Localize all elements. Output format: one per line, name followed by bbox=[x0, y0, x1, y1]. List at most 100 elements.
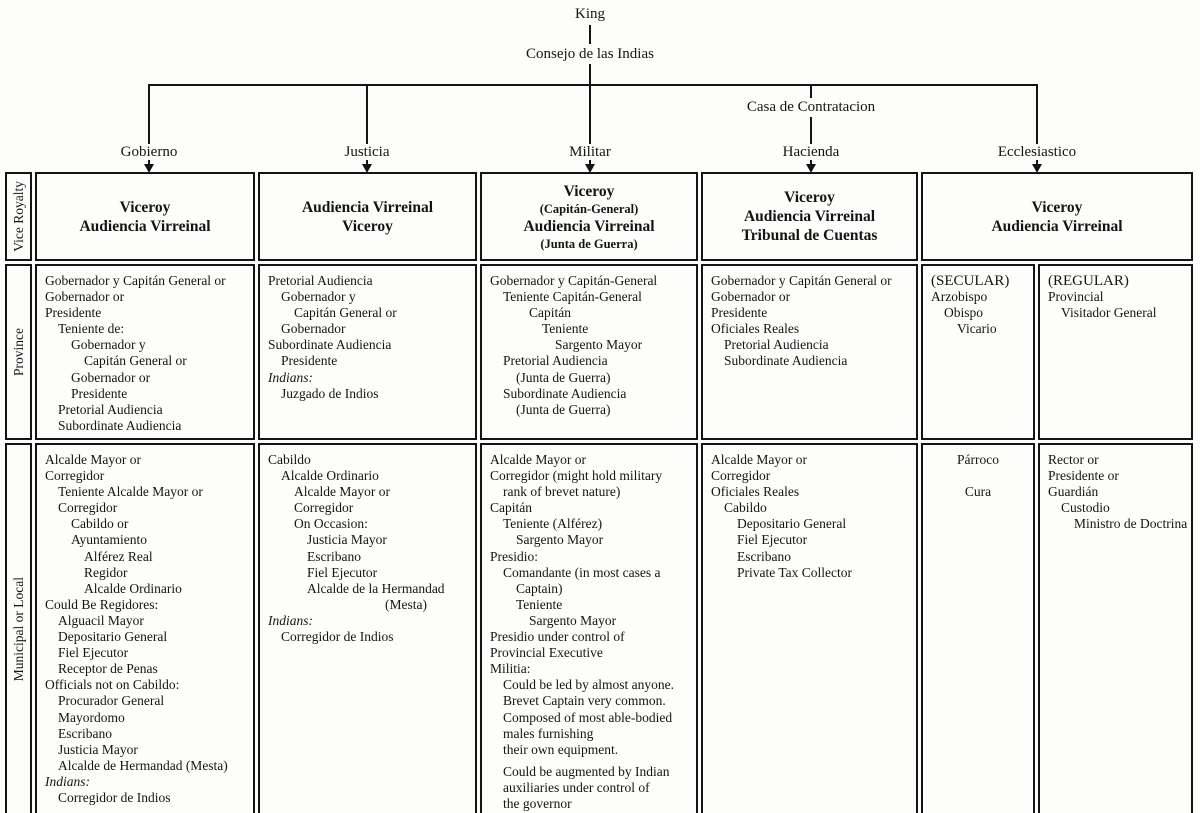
cell-line: Provincial bbox=[1048, 289, 1104, 305]
cell-line: auxiliaries under control of bbox=[503, 779, 650, 795]
consejo-label: Consejo de las Indias bbox=[526, 46, 654, 62]
connector-line bbox=[148, 84, 1038, 86]
row-label-vice-royalty: Vice Royalty bbox=[5, 172, 32, 261]
cell-line: Escribano bbox=[737, 548, 791, 564]
cell-line: Ayuntamiento bbox=[71, 532, 147, 548]
cell-line: Obispo bbox=[944, 305, 984, 321]
cell-line: Gobernador y bbox=[71, 337, 146, 353]
cell-line: Provincial Executive bbox=[490, 645, 603, 661]
cell-line: Audiencia Virreinal bbox=[991, 217, 1123, 235]
cell-line: Fiel Ejecutor bbox=[58, 645, 129, 661]
arrow-down-icon bbox=[362, 164, 372, 173]
cell-line: (Mesta) bbox=[385, 596, 427, 612]
cell-line: Corregidor bbox=[45, 468, 105, 484]
cell-line: Escribano bbox=[58, 725, 112, 741]
cell-line: Teniente de: bbox=[58, 321, 125, 337]
branch-label-ecclesiastico: Ecclesiastico bbox=[997, 144, 1077, 160]
cell-line: Alférez Real bbox=[84, 548, 153, 564]
cell-line: Presidio: bbox=[490, 548, 539, 564]
cell-line: Regidor bbox=[84, 564, 128, 580]
branch-label-militar: Militar bbox=[569, 144, 611, 160]
cell-line: Ministro de Doctrina bbox=[1074, 516, 1188, 532]
cell-line: Subordinate Audiencia bbox=[503, 385, 627, 401]
cell-line: Cabildo bbox=[268, 452, 311, 467]
cell-line: Viceroy bbox=[784, 189, 835, 206]
connector-line bbox=[366, 84, 368, 144]
cell-line: Sargento Mayor bbox=[529, 612, 617, 628]
cell-line: Alcalde Mayor or bbox=[711, 452, 807, 467]
cell-line: Alguacil Mayor bbox=[58, 612, 144, 628]
cell-line: Rector or bbox=[1048, 452, 1099, 467]
cell-line: Depositario General bbox=[58, 629, 168, 645]
cell-line: (SECULAR) bbox=[931, 273, 1010, 289]
cell-line: Militia: bbox=[490, 661, 531, 677]
cell-line: Alcalde Ordinario bbox=[281, 468, 379, 484]
cell-line: Procurador General bbox=[58, 693, 165, 709]
cell-line: Teniente Alcalde Mayor or bbox=[58, 484, 203, 500]
cell-line: Indians: bbox=[268, 612, 313, 628]
cell-line bbox=[931, 468, 1031, 484]
cell-line: Vicario bbox=[957, 321, 997, 337]
cell-line: Gobernador y Capitán General or bbox=[711, 273, 892, 288]
cell-line: Audiencia Virreinal bbox=[79, 217, 211, 235]
cell-line: Gobernador y Capitán-General bbox=[490, 273, 658, 288]
cell-line: Custodio bbox=[1061, 500, 1110, 516]
cell-line: Fiel Ejecutor bbox=[737, 532, 808, 548]
cell-line: (Junta de Guerra) bbox=[516, 369, 611, 385]
cell-line: Composed of most able-bodied bbox=[503, 709, 673, 725]
cell-line: Sargento Mayor bbox=[516, 532, 604, 548]
connector-line bbox=[1036, 84, 1038, 144]
cell-line: Comandante (in most cases a bbox=[503, 564, 661, 580]
cell-line: Presidio under control of bbox=[490, 629, 625, 645]
row-label-text: Municipal or Local bbox=[10, 576, 26, 682]
cell-line: Cura bbox=[964, 484, 992, 500]
cell-line: Alcalde Mayor or bbox=[294, 484, 390, 500]
cell-line: Escribano bbox=[307, 548, 361, 564]
row-label-province: Province bbox=[5, 264, 32, 440]
cell-line: Pretorial Audiencia bbox=[58, 401, 163, 417]
connector-line bbox=[589, 64, 591, 144]
cell-line: Oficiales Reales bbox=[711, 321, 800, 337]
cell-line: Teniente Capitán-General bbox=[503, 289, 642, 305]
cell-line: Fiel Ejecutor bbox=[307, 564, 378, 580]
cell-line: Alcalde de la Hermandad bbox=[307, 580, 445, 596]
cell-line: Cabildo or bbox=[71, 516, 129, 532]
cell-line: Viceroy bbox=[563, 182, 615, 200]
cell-line: males furnishing bbox=[503, 725, 594, 741]
cell-line: their own equipment. bbox=[503, 741, 619, 757]
cell-line: Párroco bbox=[957, 452, 999, 467]
cell-line: Corregidor bbox=[294, 500, 354, 516]
cell-line: Indians: bbox=[268, 369, 313, 385]
cell-line: Viceroy bbox=[119, 198, 171, 216]
cell-line: Oficiales Reales bbox=[711, 484, 800, 500]
branch-label-gobierno: Gobierno bbox=[120, 144, 178, 160]
cell-line: Teniente bbox=[516, 596, 563, 612]
cell-line: Brevet Captain very common. bbox=[503, 693, 666, 709]
arrow-down-icon bbox=[144, 164, 154, 173]
cell-line: Capitán bbox=[529, 305, 571, 321]
row-label-municipal: Municipal or Local bbox=[5, 443, 32, 813]
connector-line bbox=[1036, 160, 1038, 166]
header-cell-militar: Viceroy(Capitán-General)Audiencia Virrei… bbox=[480, 172, 698, 261]
cell-line: Gobernador bbox=[281, 321, 346, 337]
cell-line: Capitán General or bbox=[294, 305, 397, 321]
cell-line: Justicia Mayor bbox=[307, 532, 387, 548]
cell-line: (Junta de Guerra) bbox=[516, 401, 611, 417]
cell-line: Receptor de Penas bbox=[58, 661, 158, 677]
cell-line: Cabildo bbox=[724, 500, 767, 516]
cell-line: Officials not on Cabildo: bbox=[45, 677, 180, 693]
municipal-secular-cell: Párroco Cura bbox=[921, 443, 1035, 813]
cell-line: Could be led by almost anyone. bbox=[503, 677, 674, 693]
cell-line: Presidente bbox=[281, 353, 338, 369]
cell-line: Teniente bbox=[542, 321, 589, 337]
